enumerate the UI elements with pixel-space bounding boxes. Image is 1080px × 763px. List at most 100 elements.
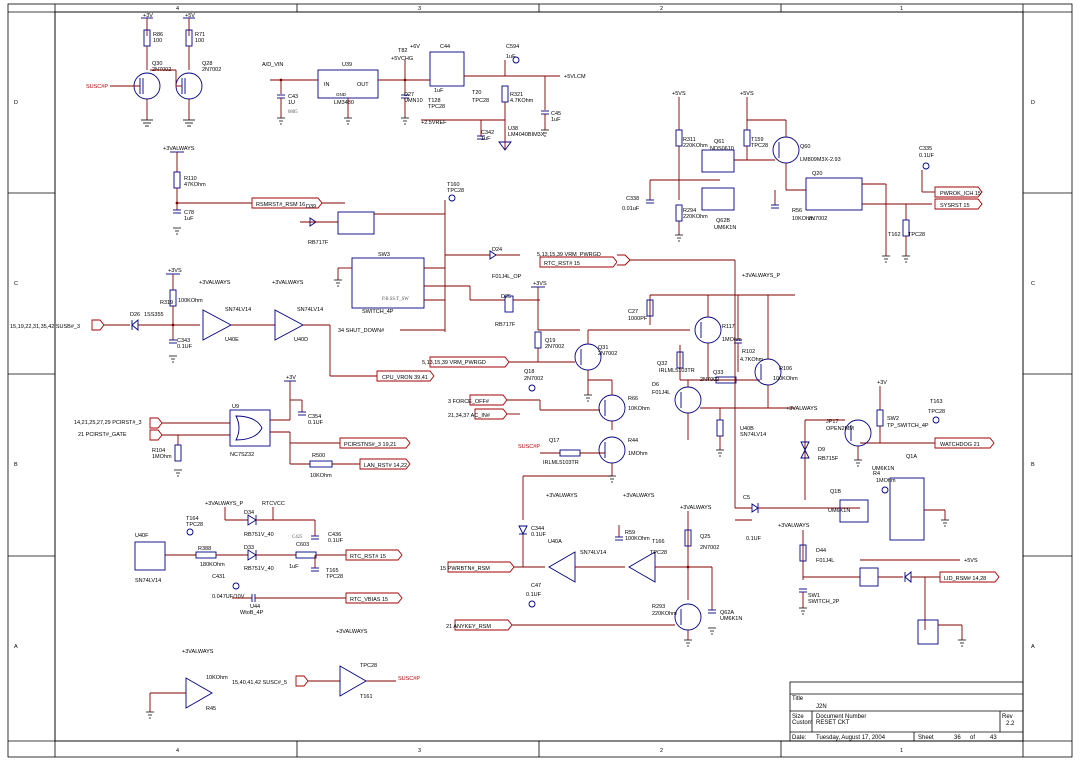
u40f-val: TPC28 xyxy=(360,663,377,669)
net-pwrbtn: 15 PWRBTN#_RSM xyxy=(440,566,490,572)
c354-ref: C354 xyxy=(308,414,321,420)
u9-val: NC7SZ32 xyxy=(230,452,254,458)
net-sysrst: SYSRST 15 xyxy=(940,203,970,209)
r496-val: TPC28 xyxy=(908,232,925,238)
net-force-off: 3 FORCE_OFF# xyxy=(448,399,490,405)
r66-ref: Q17 xyxy=(549,438,559,444)
d24-ref: D24 xyxy=(492,247,502,253)
c44-val: UMN10 xyxy=(404,98,423,104)
net-rtc-rst-top: RTC_RST# 15 xyxy=(544,261,580,267)
r110-val: 47KOhm xyxy=(184,182,206,188)
region-pwrok: +5VS +5VS R311 220KOhm R294 220KOhm C338… xyxy=(622,91,983,256)
q31-ref: R44 xyxy=(628,438,638,444)
rail-3valways-i: +3VALWAYS xyxy=(680,505,712,511)
rail-3valways-c: +3VALWAYS xyxy=(272,280,304,286)
c78-ref: C78 xyxy=(184,210,194,216)
frame-mark: 1 xyxy=(900,6,903,12)
frame-mark: A xyxy=(1031,644,1035,650)
docnum-label: Document Number xyxy=(816,714,866,720)
u40d-ref: U40D xyxy=(294,337,308,343)
rail-3valways-e: +3VALWAYS xyxy=(336,629,368,635)
r293-ref: R311 xyxy=(683,137,696,143)
net-vrm-pwrgd-top: 5,13,15,39 VRM_PWRGD xyxy=(537,252,601,258)
title-block: Title J2N Size Custom Document Number RE… xyxy=(789,681,1024,742)
r388-val: 1uF xyxy=(289,564,299,570)
u40b-val: SN74LV14 xyxy=(580,550,606,556)
frame-mark: 2 xyxy=(660,6,663,12)
u39-val: LM3480 xyxy=(334,100,354,106)
q61-ref: Q60 xyxy=(800,144,810,150)
r45-ref: Q19 xyxy=(545,338,555,344)
r4-val: F01J4L xyxy=(816,558,834,564)
rail-3valways-a: +3VALWAYS xyxy=(163,146,195,152)
u44-ref: U40F xyxy=(135,533,149,539)
rev-label: Rev xyxy=(1002,714,1013,720)
c354-val: 0.1UF xyxy=(308,420,324,426)
r117-ref: Q32 xyxy=(657,361,667,367)
net-pcirst-gate: 21 PCIRST#_GATE xyxy=(78,432,127,438)
d34-val: RB751V_40 xyxy=(244,532,274,538)
q62b-val: UM6K1N xyxy=(714,225,736,231)
c425-ref: C436 xyxy=(328,532,341,538)
r102-val: 2N7002 xyxy=(700,377,719,383)
t159-ref: C335 xyxy=(919,146,932,152)
d33-val: RB751V_40 xyxy=(244,566,274,572)
q60-val: 2N7002 xyxy=(808,216,827,222)
t163-ref: R4 xyxy=(873,471,880,477)
q20-val: OPEN2MM xyxy=(826,426,854,432)
r319-ref: R319 xyxy=(160,300,173,306)
t162-ref: T163 xyxy=(930,399,943,405)
rail-3vs-b: +3VS xyxy=(533,281,547,287)
t166-val: 0.1UF xyxy=(526,592,542,598)
r319-val: 100KOhm xyxy=(178,298,203,304)
c344-val: 100KOhm xyxy=(625,536,650,542)
c44-ref: D27 xyxy=(404,92,414,98)
t161-val: 2N7002 xyxy=(524,376,543,382)
q25-ref: R293 xyxy=(652,604,665,610)
frame-mark: 1 xyxy=(900,748,903,754)
rail-5vs-c: +5VS xyxy=(964,558,978,564)
c431-ref: U44 xyxy=(250,604,260,610)
net-pwrok: PWROK_ICH 15 xyxy=(940,191,981,197)
r117-val: IRLML5103TR xyxy=(659,368,695,374)
jp17-ref: D9 xyxy=(818,447,825,453)
d25-ref: D25 xyxy=(501,294,511,300)
rail-6v: +6V xyxy=(410,44,420,50)
u40a-val: TPC28 xyxy=(650,550,667,556)
title-value: J2N xyxy=(816,704,827,710)
r384-val: 180KOhm xyxy=(200,562,225,568)
t160-ref: T160 xyxy=(447,182,460,188)
net-susc-top: SUSC#P xyxy=(86,84,108,90)
c47-ref: Q62A xyxy=(720,610,734,616)
jp17-val: RB715F xyxy=(818,456,839,462)
net-ac-in: 21,34,37 AC_IN# xyxy=(448,413,491,419)
rail-5vs-a: +5VS xyxy=(672,91,686,97)
q28-val: 2N7002 xyxy=(202,67,221,73)
r294-val: 220KOhm xyxy=(683,214,708,220)
c343-val: 0.1UF xyxy=(177,344,193,350)
r500-val: 10KOhm xyxy=(310,473,332,479)
sheet-value: 36 xyxy=(954,735,961,741)
c5-val: SWITCH_2P xyxy=(808,599,840,605)
frame-mark: B xyxy=(14,462,18,468)
frame-mark: 4 xyxy=(176,748,179,754)
docnum-value: RESET CKT xyxy=(816,720,850,726)
rail-3valways-f: +3VALWAYS xyxy=(786,406,818,412)
d33-ref: D33 xyxy=(244,545,254,551)
c603-ref: C425 xyxy=(292,535,303,540)
rail-3valways-d: +3VALWAYS xyxy=(182,649,214,655)
d25-val: RB717F xyxy=(495,322,516,328)
net-rtc-rst: RTC_RST# 15 xyxy=(350,554,386,560)
c436-val: TPC28 xyxy=(326,574,343,580)
u40c-val: 10KOhm xyxy=(206,675,228,681)
c344-ref: R59 xyxy=(625,530,635,536)
q62b-ref: Q62B xyxy=(716,218,730,224)
net-cpu-vron: CPU_VRON 39,41 xyxy=(382,375,428,381)
rail-3valways-j: +3VALWAYS xyxy=(778,523,810,529)
u39-gnd: GND xyxy=(336,92,347,97)
q62a-ref: Q61 xyxy=(714,139,724,145)
t163-val: 1MOhm xyxy=(876,478,896,484)
r44-ref: C27 xyxy=(628,309,638,315)
u40d-val: SN74LV14 xyxy=(297,307,323,313)
region-susb: 15,19,22,31,35,42 SUSB#_3 D26 1SS355 +3V… xyxy=(10,268,445,382)
